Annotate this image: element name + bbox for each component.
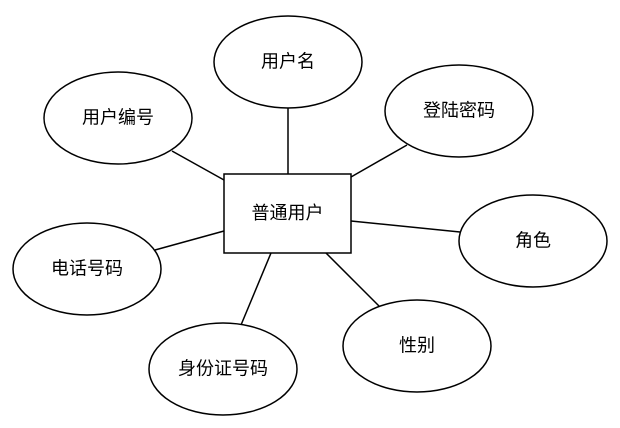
connectors — [154, 108, 461, 326]
edge-password — [350, 144, 408, 178]
edge-phone — [154, 230, 225, 251]
attribute-password: 登陆密码 — [384, 64, 534, 158]
attribute-phone: 电话号码 — [12, 222, 162, 316]
attribute-gender: 性别 — [342, 299, 492, 393]
attribute-id-number: 身份证号码 — [148, 322, 298, 416]
attribute-ellipse — [384, 64, 534, 158]
entity-regular-user: 普通用户 — [223, 173, 352, 254]
edge-user-id — [171, 150, 225, 181]
attribute-label: 用户名 — [261, 52, 315, 73]
attribute-username: 用户名 — [213, 15, 363, 109]
attribute-ellipse — [43, 71, 193, 165]
attribute-ellipse — [458, 194, 608, 288]
attribute-label: 性别 — [399, 336, 435, 357]
attribute-user-id: 用户编号 — [43, 71, 193, 165]
edge-role — [350, 220, 461, 233]
attribute-ellipse — [12, 222, 162, 316]
entity-label: 普通用户 — [252, 203, 324, 224]
attribute-label: 身份证号码 — [178, 359, 268, 380]
attribute-label: 角色 — [515, 231, 551, 252]
attribute-role: 角色 — [458, 194, 608, 288]
attribute-label: 电话号码 — [51, 259, 123, 280]
attribute-label: 用户编号 — [82, 108, 154, 129]
attribute-ellipse — [342, 299, 492, 393]
edge-gender — [325, 252, 382, 309]
edge-id-number — [240, 252, 272, 326]
attribute-ellipse — [213, 15, 363, 109]
entity-box — [223, 173, 352, 254]
attribute-ellipse — [148, 322, 298, 416]
attribute-label: 登陆密码 — [423, 101, 495, 122]
